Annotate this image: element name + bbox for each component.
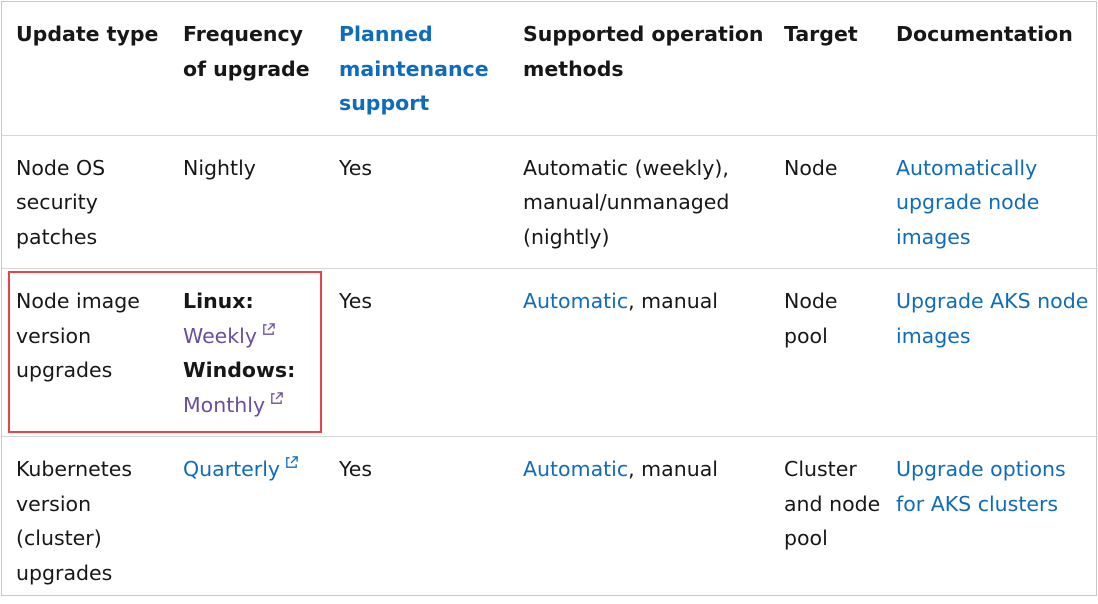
- table-header-row: Update type Frequency of upgrade Planned…: [2, 2, 1098, 135]
- cell-update-type: Kubernetes version (cluster) upgrades: [2, 437, 169, 604]
- header-update-type: Update type: [2, 2, 169, 135]
- cell-documentation: Upgrade AKS node images: [882, 269, 1098, 437]
- methods-rest-text: , manual: [628, 457, 718, 481]
- header-operation-methods: Supported operation methods: [509, 2, 770, 135]
- linux-label: Linux:: [183, 284, 325, 319]
- methods-automatic-link[interactable]: Automatic: [523, 289, 628, 313]
- quarterly-link-text: Quarterly: [183, 457, 280, 481]
- table-row: Node OS security patches Nightly Yes Aut…: [2, 135, 1098, 269]
- cell-target: Cluster and node pool: [770, 437, 882, 604]
- cell-documentation: Upgrade options for AKS clusters: [882, 437, 1098, 604]
- cell-update-type: Node image version upgrades: [2, 269, 169, 437]
- external-link-icon: [261, 322, 276, 337]
- cell-frequency: Nightly: [169, 135, 325, 269]
- table-row: Node image version upgrades Linux: Weekl…: [2, 269, 1098, 437]
- cell-methods: Automatic, manual: [509, 269, 770, 437]
- methods-automatic-link[interactable]: Automatic: [523, 457, 628, 481]
- cell-methods: Automatic (weekly), manual/unmanaged (ni…: [509, 135, 770, 269]
- header-planned-maintenance[interactable]: Planned maintenance support: [325, 2, 509, 135]
- external-link-icon: [269, 391, 284, 406]
- cell-target: Node pool: [770, 269, 882, 437]
- cell-planned: Yes: [325, 269, 509, 437]
- linux-weekly-link-text: Weekly: [183, 324, 257, 348]
- windows-label: Windows:: [183, 353, 325, 388]
- header-documentation: Documentation: [882, 2, 1098, 135]
- quarterly-link[interactable]: Quarterly: [183, 457, 299, 481]
- cell-planned: Yes: [325, 437, 509, 604]
- cell-documentation: Automatically upgrade node images: [882, 135, 1098, 269]
- cell-frequency: Quarterly: [169, 437, 325, 604]
- methods-rest-text: , manual: [628, 289, 718, 313]
- cell-planned: Yes: [325, 135, 509, 269]
- external-link-icon: [284, 455, 299, 470]
- doc-link-upgrade-options-aks-clusters[interactable]: Upgrade options for AKS clusters: [896, 457, 1066, 516]
- cell-target: Node: [770, 135, 882, 269]
- cell-frequency: Linux: Weekly Windows: Monthly: [169, 269, 325, 437]
- header-frequency: Frequency of upgrade: [169, 2, 325, 135]
- cell-methods: Automatic, manual: [509, 437, 770, 604]
- windows-monthly-link-text: Monthly: [183, 393, 265, 417]
- windows-monthly-link[interactable]: Monthly: [183, 393, 284, 417]
- doc-link-auto-upgrade-node-images[interactable]: Automatically upgrade node images: [896, 156, 1039, 249]
- linux-weekly-link[interactable]: Weekly: [183, 324, 276, 348]
- doc-link-upgrade-aks-node-images[interactable]: Upgrade AKS node images: [896, 289, 1088, 348]
- cell-update-type: Node OS security patches: [2, 135, 169, 269]
- table-row: Kubernetes version (cluster) upgrades Qu…: [2, 437, 1098, 604]
- header-target: Target: [770, 2, 882, 135]
